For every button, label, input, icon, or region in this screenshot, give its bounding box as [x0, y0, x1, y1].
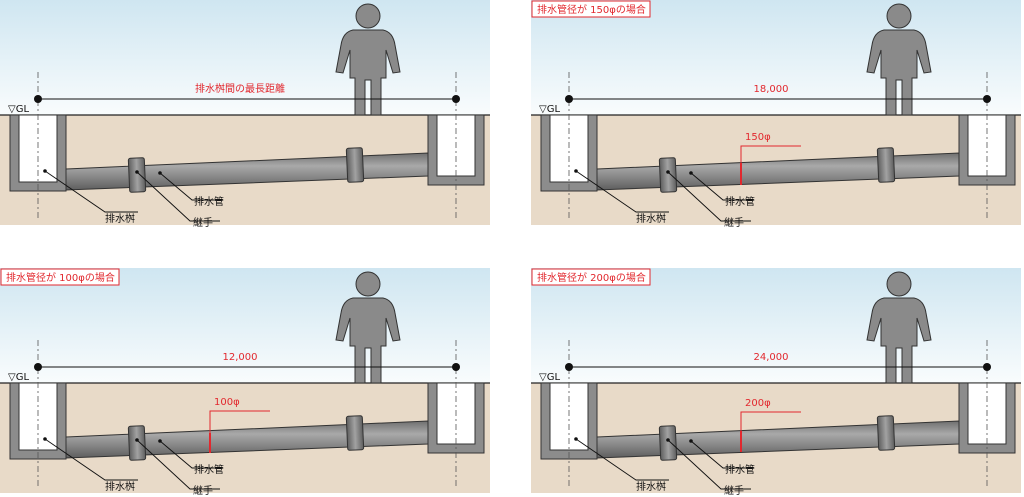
- panel-title: 排水管径が 100φの場合: [6, 271, 115, 284]
- diameter-label: 150φ: [745, 132, 771, 143]
- ground-level-label: ▽GL: [539, 372, 560, 383]
- dimension-label: 24,000: [754, 352, 789, 363]
- basin-label: 排水桝: [636, 480, 666, 493]
- ground-level-label: ▽GL: [8, 104, 29, 115]
- panel-bottom-right: 排水管径が 200φの場合 24,000 200φ ▽GL 排水桝 継手 排水管: [530, 267, 1022, 497]
- dimension-label: 排水桝間の最長距離: [195, 82, 285, 95]
- diameter-label: 200φ: [745, 398, 771, 409]
- pipe-label: 排水管: [725, 463, 755, 476]
- panel-top-right: 排水管径が 150φの場合 18,000 150φ ▽GL 排水桝 継手 排水管: [530, 0, 1022, 229]
- basin-label: 排水桝: [105, 480, 135, 493]
- panel-bottom-left: 排水管径が 100φの場合 12,000 100φ ▽GL 排水桝 継手 排水管: [0, 267, 491, 497]
- panel-title: 排水管径が 200φの場合: [537, 271, 646, 284]
- title-box: [0, 268, 120, 286]
- panel-title: 排水管径が 150φの場合: [537, 3, 646, 16]
- joint-label: 継手: [193, 216, 213, 229]
- dimension-label: 12,000: [223, 352, 258, 363]
- panel-top-left: 排水桝間の最長距離 ▽GL 排水桝 継手 排水管: [0, 0, 491, 229]
- ground-level-label: ▽GL: [8, 372, 29, 383]
- diameter-label: 100φ: [214, 397, 240, 408]
- title-box: [531, 0, 651, 18]
- title-box: [531, 268, 651, 286]
- dimension-label: 18,000: [754, 84, 789, 95]
- pipe-label: 排水管: [725, 195, 755, 208]
- joint-label: 継手: [193, 484, 213, 497]
- pipe-label: 排水管: [194, 463, 224, 476]
- joint-label: 継手: [724, 216, 744, 229]
- basin-label: 排水桝: [105, 212, 135, 225]
- pipe-label: 排水管: [194, 195, 224, 208]
- joint-label: 継手: [724, 484, 744, 497]
- ground-level-label: ▽GL: [539, 104, 560, 115]
- basin-label: 排水桝: [636, 212, 666, 225]
